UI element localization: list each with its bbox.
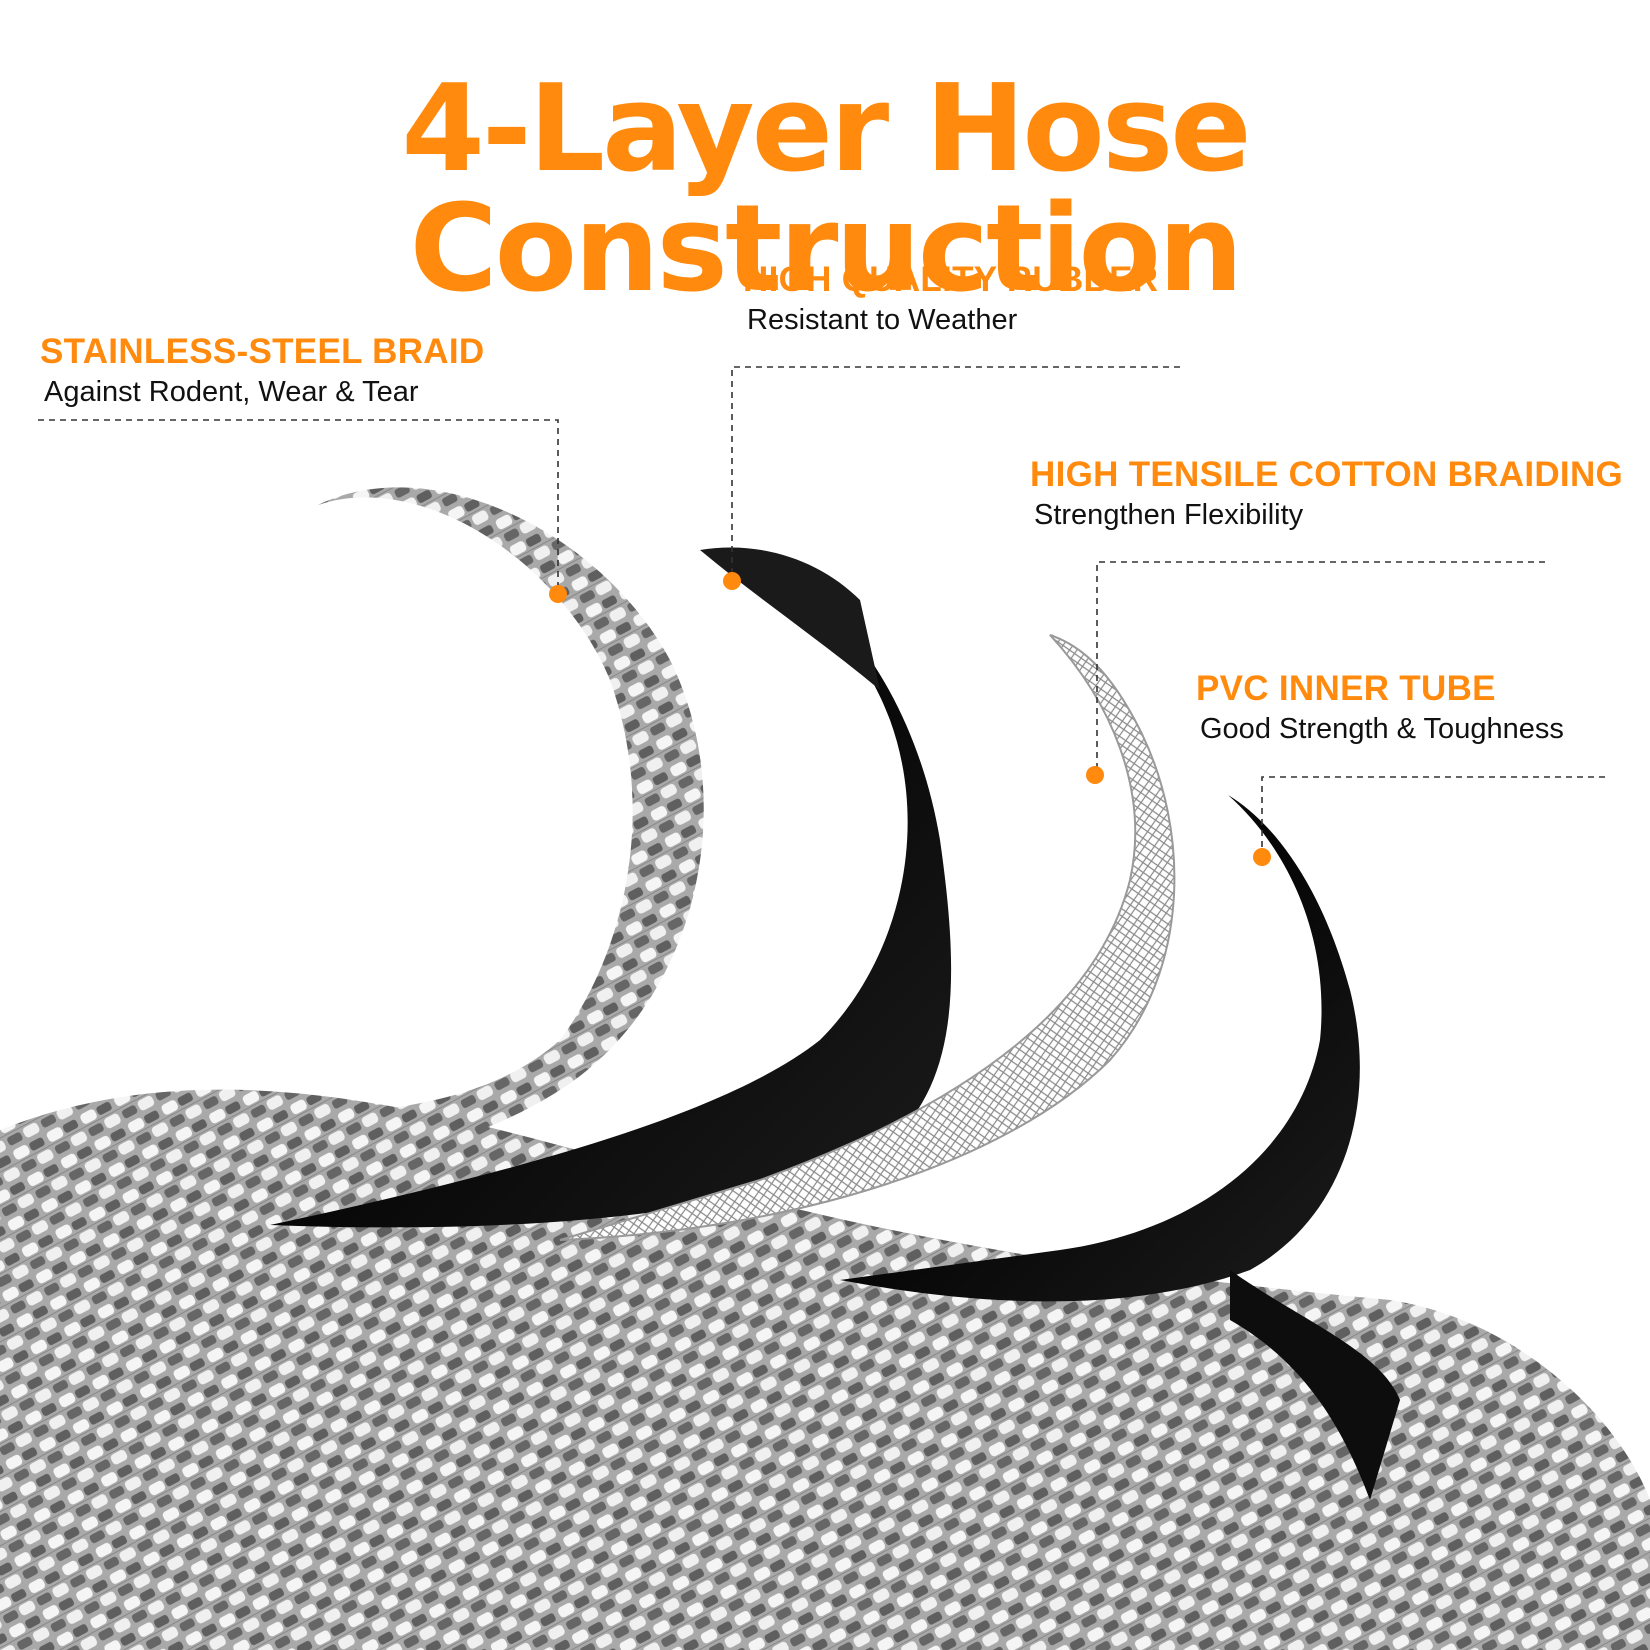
marker-dot-cotton [1086,766,1104,784]
hose-body [0,1089,1650,1650]
callout-heading: HIGH TENSILE COTTON BRAIDING [1030,455,1624,494]
callout-heading: STAINLESS-STEEL BRAID [40,332,485,371]
cotton-mesh-layer [559,634,1176,1241]
callout-subtitle: Against Rodent, Wear & Tear [44,376,419,408]
callout-subtitle: Strengthen Flexibility [1034,499,1304,531]
callout-heading: HIGH QUALITY RUBBER [743,260,1159,299]
callout-pvc-inner-tube: PVC INNER TUBE Good Strength & Toughness [1196,671,1564,744]
marker-dot-rubber [723,572,741,590]
pvc-inner-strip [1230,1270,1400,1500]
page-title: 4-Layer Hose Construction [401,60,1251,319]
rubber-top-curl [700,547,880,690]
leader-line-steel [38,419,559,593]
callout-heading: PVC INNER TUBE [1196,669,1496,708]
callout-subtitle: Resistant to Weather [747,304,1018,336]
steel-braid-layer [0,487,704,1241]
callout-subtitle: Good Strength & Toughness [1200,713,1564,745]
leader-line-pvc [1261,776,1605,857]
callout-high-quality-rubber: HIGH QUALITY RUBBER Resistant to Weather [743,262,1158,335]
callout-stainless-steel-braid: STAINLESS-STEEL BRAID Against Rodent, We… [40,334,484,407]
callout-high-tensile-cotton-braiding: HIGH TENSILE COTTON BRAIDING Strengthen … [1030,457,1623,530]
marker-dot-steel [549,585,567,603]
marker-dots [549,572,1271,866]
marker-dot-pvc [1253,848,1271,866]
leader-lines [38,366,1605,857]
